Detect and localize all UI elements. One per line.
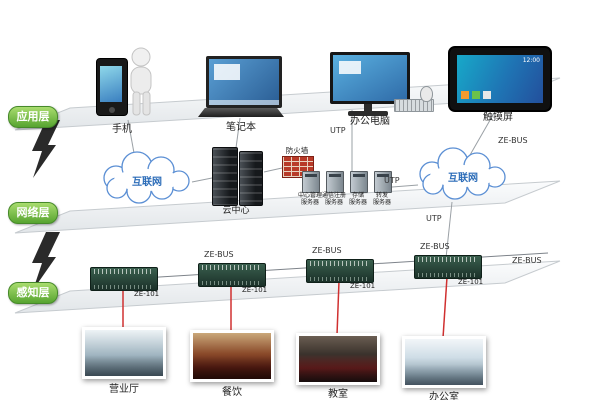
- office-pc-label: 办公电脑: [350, 116, 390, 127]
- touchscreen-label: 触摸屏: [483, 112, 513, 123]
- phone-icon: [96, 58, 128, 116]
- monitor-stand: [364, 104, 372, 111]
- layer-tag-network: 网络层: [8, 202, 58, 224]
- app-tile-icon: [472, 91, 480, 99]
- room-photo-classroom: [296, 333, 380, 385]
- zebus-label: ZE-BUS: [312, 246, 342, 255]
- touchscreen-display: 12:00: [457, 55, 543, 103]
- laptop-base: [198, 108, 284, 117]
- server-label: 存储 服务器: [343, 192, 373, 207]
- laptop-icon: [206, 56, 282, 108]
- link-cloud-tower: [191, 177, 213, 183]
- internet-right-label: 互联网: [448, 173, 478, 184]
- zebus-controller-icon: [414, 255, 482, 279]
- app-tile-icon: [483, 91, 491, 99]
- firewall-label: 防火墙: [285, 146, 309, 155]
- touchscreen-icon: 12:00: [448, 46, 552, 112]
- utp-label: UTP: [384, 176, 400, 185]
- monitor-screen-window: [339, 61, 361, 74]
- laptop-taskbar: [209, 100, 279, 105]
- lightning-icon: [32, 232, 60, 290]
- zebus-label: ZE-BUS: [512, 256, 542, 265]
- server-label-line: 服务器: [300, 198, 319, 206]
- phone-label: 手机: [112, 124, 132, 135]
- controller-model-label: ZE-101: [242, 286, 268, 294]
- cloud-center-label: 云中心: [222, 206, 250, 216]
- server-label-line: 服务器: [372, 198, 391, 206]
- room-label: 教室: [328, 389, 348, 400]
- room-photo-dining: [190, 330, 274, 382]
- layer-tag-application: 应用层: [8, 106, 58, 128]
- red-link-3: [336, 280, 340, 336]
- internet-cloud-left-icon: [103, 151, 190, 204]
- server-label-line: 中心管理: [297, 192, 322, 199]
- utp-label: UTP: [426, 214, 442, 223]
- server-tower-icon: [239, 151, 263, 206]
- room-label: 办公室: [429, 392, 459, 400]
- laptop-screen-window: [214, 64, 240, 80]
- room-photo-business-hall: [82, 327, 166, 379]
- utp-label: UTP: [330, 126, 346, 135]
- controller-model-label: ZE-101: [134, 290, 160, 298]
- room-photo-office: [402, 336, 486, 388]
- mini-server-icon: [326, 171, 344, 193]
- server-label-line: 存储: [351, 192, 364, 199]
- phone-home-button-icon: [109, 107, 115, 113]
- controller-model-label: ZE-101: [458, 278, 484, 286]
- link-laptop-cloudcenter: [235, 117, 241, 149]
- server-label: 中心管理 服务器: [295, 192, 325, 207]
- server-label-line: 服务器: [324, 198, 343, 206]
- server-tower-icon: [212, 147, 238, 206]
- controller-model-label: ZE-101: [350, 282, 376, 290]
- zebus-controller-icon: [306, 259, 374, 283]
- lightning-icon: [32, 120, 60, 178]
- room-label: 营业厅: [109, 384, 139, 395]
- keyboard-icon: [394, 99, 434, 112]
- zebus-controller-icon: [90, 267, 158, 291]
- layer-tag-perception: 感知层: [8, 282, 58, 304]
- server-label-line: 转发: [375, 192, 388, 199]
- phone-screen: [100, 66, 122, 102]
- zebus-label: ZE-BUS: [498, 136, 528, 145]
- monitor-base: [348, 111, 388, 116]
- server-label: 转发 服务器: [367, 192, 397, 207]
- server-label: 通信注册 服务器: [319, 192, 349, 207]
- internet-left-label: 互联网: [132, 177, 162, 188]
- touchscreen-clock: 12:00: [522, 57, 540, 64]
- link-touch-internet: [465, 107, 498, 163]
- room-label: 餐饮: [222, 387, 242, 398]
- zebus-label: ZE-BUS: [420, 242, 450, 251]
- zebus-controller-icon: [198, 263, 266, 287]
- red-link-4: [442, 276, 448, 339]
- zebus-label: ZE-BUS: [204, 250, 234, 259]
- mini-server-icon: [350, 171, 368, 193]
- laptop-label: 笔记本: [226, 122, 256, 133]
- link-tower-firewall: [263, 167, 283, 173]
- mini-server-icon: [374, 171, 392, 193]
- person-icon: [130, 47, 152, 116]
- mini-server-icon: [302, 171, 320, 193]
- link-internet-bus: [445, 201, 453, 259]
- app-tile-icon: [461, 91, 469, 99]
- mouse-icon: [420, 86, 433, 102]
- monitor-icon: [330, 52, 410, 104]
- server-label-line: 服务器: [348, 198, 367, 206]
- server-label-line: 通信注册: [321, 192, 346, 199]
- sensor-room-links: [122, 276, 448, 339]
